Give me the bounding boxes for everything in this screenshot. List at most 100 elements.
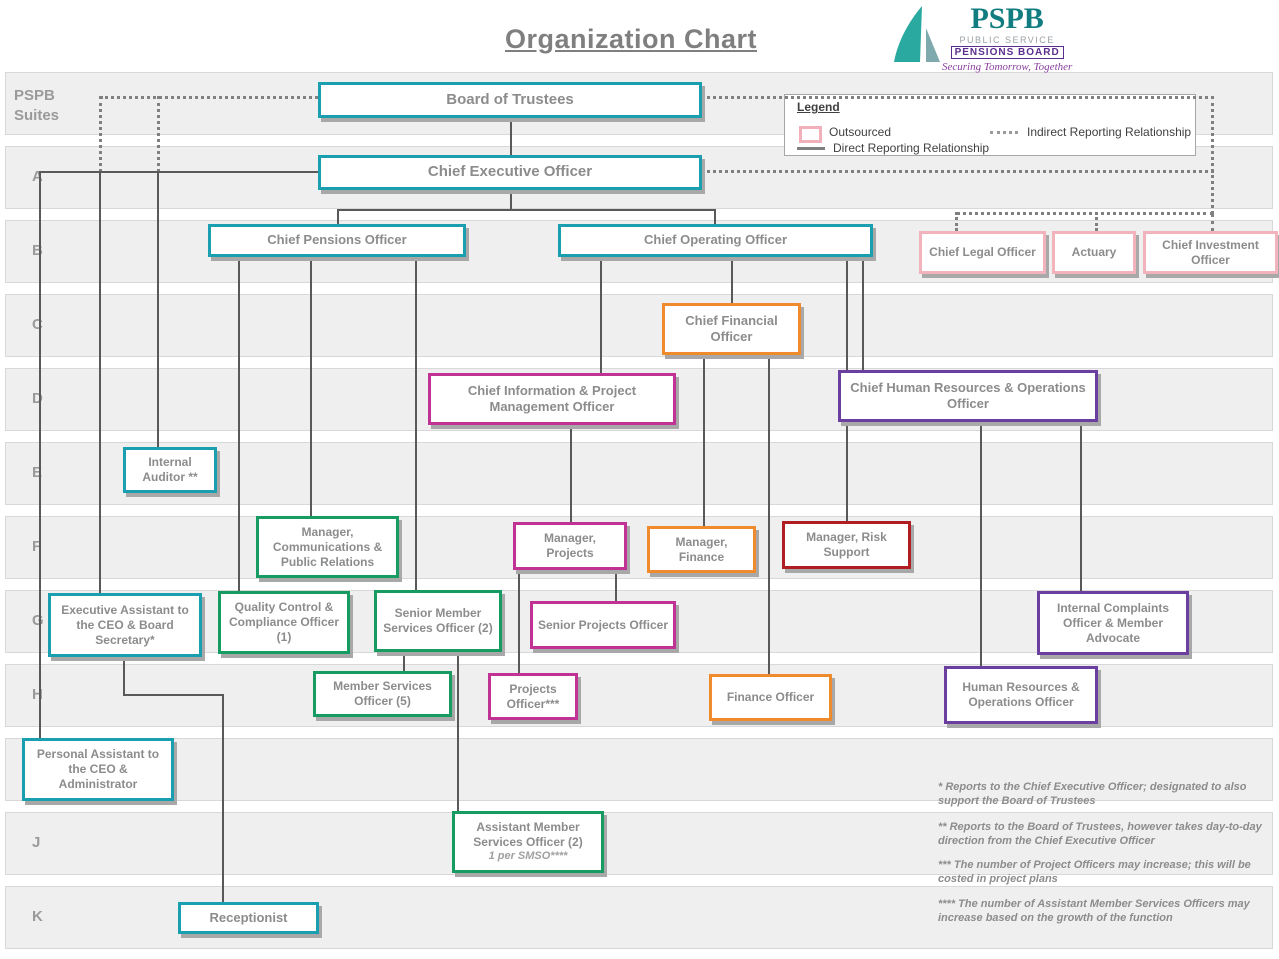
legend-heading: Legend (797, 100, 840, 114)
node-manager-communications-public-relations: Manager, Communications & Public Relatio… (256, 516, 399, 578)
connector-indirect (1095, 212, 1098, 231)
node-personal-assistant-ceo-administrator: Personal Assistant to the CEO & Administ… (22, 738, 174, 801)
connector-direct (1080, 420, 1082, 592)
connector-direct (510, 190, 512, 209)
node-executive-assistant-ceo-board-secretary: Executive Assistant to the CEO & Board S… (48, 593, 202, 657)
connector-direct (310, 255, 312, 517)
legend-indirect-label: Indirect Reporting Relationship (1027, 125, 1192, 139)
connector-indirect (99, 96, 102, 172)
node-chief-operating-officer: Chief Operating Officer (558, 224, 873, 257)
node-chief-information-project-management-officer: Chief Information & Project Management O… (428, 373, 676, 425)
node-chief-investment-officer: Chief Investment Officer (1143, 231, 1278, 274)
amso-note: 1 per SMSO**** (488, 850, 568, 863)
connector-indirect (702, 96, 1214, 99)
connector-indirect (1211, 96, 1214, 214)
node-receptionist: Receptionist (178, 902, 319, 934)
connector-direct (403, 650, 405, 672)
node-chief-financial-officer: Chief Financial Officer (662, 303, 801, 355)
legend-outsourced-label: Outsourced (829, 125, 892, 139)
row-label-h: H (32, 686, 43, 703)
logo-text: PSPB PUBLIC SERVICE PENSIONS BOARD Secur… (942, 2, 1073, 74)
legend-direct-label: Direct Reporting Relationship (833, 141, 990, 155)
node-finance-officer: Finance Officer (709, 674, 832, 721)
connector-direct (457, 650, 459, 812)
row-label-b: B (32, 242, 43, 259)
connector-direct (615, 568, 617, 602)
row-label-c: C (32, 316, 43, 333)
page-title: Organization Chart (505, 24, 758, 54)
connector-direct (862, 255, 864, 371)
connector-direct (123, 655, 125, 696)
connector-direct (337, 209, 716, 211)
connector-direct (510, 118, 512, 155)
connector-indirect (157, 96, 160, 172)
connector-direct (123, 694, 224, 696)
footnote-2: ** Reports to the Board of Trustees, how… (938, 821, 1262, 848)
connector-indirect (100, 96, 318, 99)
connector-direct (731, 255, 733, 304)
node-internal-complaints-officer-member-advocate: Internal Complaints Officer & Member Adv… (1037, 591, 1189, 655)
connector-indirect (1211, 214, 1214, 231)
outsourced-swatch-icon (799, 126, 822, 143)
direct-line-icon (797, 147, 825, 150)
node-chief-executive-officer: Chief Executive Officer (318, 155, 702, 190)
row-label-a: A (32, 168, 43, 185)
legend-box: Legend Outsourced Indirect Reporting Rel… (784, 94, 1196, 156)
connector-direct (518, 568, 520, 674)
row-label-j: J (32, 834, 41, 851)
row-band-j (5, 812, 1273, 875)
row-band-c (5, 294, 1273, 357)
footnote-4: **** The number of Assistant Member Serv… (938, 898, 1250, 925)
connector-indirect (956, 212, 1214, 215)
connector-direct (714, 209, 716, 224)
row-band-f (5, 516, 1273, 579)
connector-direct (768, 353, 770, 675)
footnote-1: * Reports to the Chief Executive Officer… (938, 781, 1247, 808)
connector-direct (570, 423, 572, 523)
node-human-resources-operations-officer: Human Resources & Operations Officer (944, 666, 1098, 724)
connector-direct (39, 171, 318, 173)
connector-direct (703, 353, 705, 527)
node-manager-finance: Manager, Finance (647, 526, 756, 573)
node-projects-officer: Projects Officer*** (488, 673, 578, 720)
connector-direct (99, 171, 101, 594)
connector-direct (337, 209, 339, 224)
connector-direct (415, 255, 417, 591)
node-member-services-officer: Member Services Officer (5) (313, 671, 452, 717)
row-label-g: G (32, 612, 44, 629)
node-internal-auditor: Internal Auditor ** (123, 447, 217, 493)
row-label-f: F (32, 538, 42, 555)
connector-direct (980, 420, 982, 667)
node-actuary: Actuary (1052, 231, 1136, 274)
connector-direct (39, 171, 41, 739)
connector-indirect (955, 212, 958, 231)
node-board-of-trustees: Board of Trustees (318, 82, 702, 118)
node-chief-human-resources-operations-officer: Chief Human Resources & Operations Offic… (838, 370, 1098, 422)
sailboat-icon (894, 6, 940, 62)
node-quality-control-compliance-officer: Quality Control & Compliance Officer (1) (218, 591, 350, 654)
logo-acronym: PSPB (970, 2, 1044, 35)
logo-line1: PUBLIC SERVICE (959, 35, 1055, 45)
logo-line2: PENSIONS BOARD (950, 46, 1064, 59)
node-senior-projects-officer: Senior Projects Officer (530, 601, 676, 649)
footnote-3: *** The number of Project Officers may i… (938, 859, 1251, 886)
node-manager-risk-support: Manager, Risk Support (782, 521, 911, 569)
node-chief-pensions-officer: Chief Pensions Officer (208, 224, 466, 257)
row-label-e: E (32, 464, 43, 481)
connector-indirect (702, 170, 1214, 173)
connector-direct (157, 171, 159, 448)
node-manager-projects: Manager, Projects (513, 522, 627, 570)
connector-direct (238, 255, 240, 592)
node-senior-member-services-officer: Senior Member Services Officer (2) (374, 590, 502, 652)
connector-direct (600, 255, 602, 374)
row-label-k: K (32, 908, 43, 925)
row-label-suites: PSPB Suites (14, 87, 60, 124)
node-chief-legal-officer: Chief Legal Officer (919, 231, 1046, 274)
row-label-d: D (32, 390, 43, 407)
row-band-i (5, 738, 1273, 801)
logo-tagline: Securing Tomorrow, Together (942, 61, 1073, 73)
connector-direct (222, 694, 224, 903)
node-assistant-member-services-officer: Assistant Member Services Officer (2) 1 … (452, 811, 604, 873)
pspb-logo: PSPB PUBLIC SERVICE PENSIONS BOARD Secur… (888, 4, 1072, 73)
